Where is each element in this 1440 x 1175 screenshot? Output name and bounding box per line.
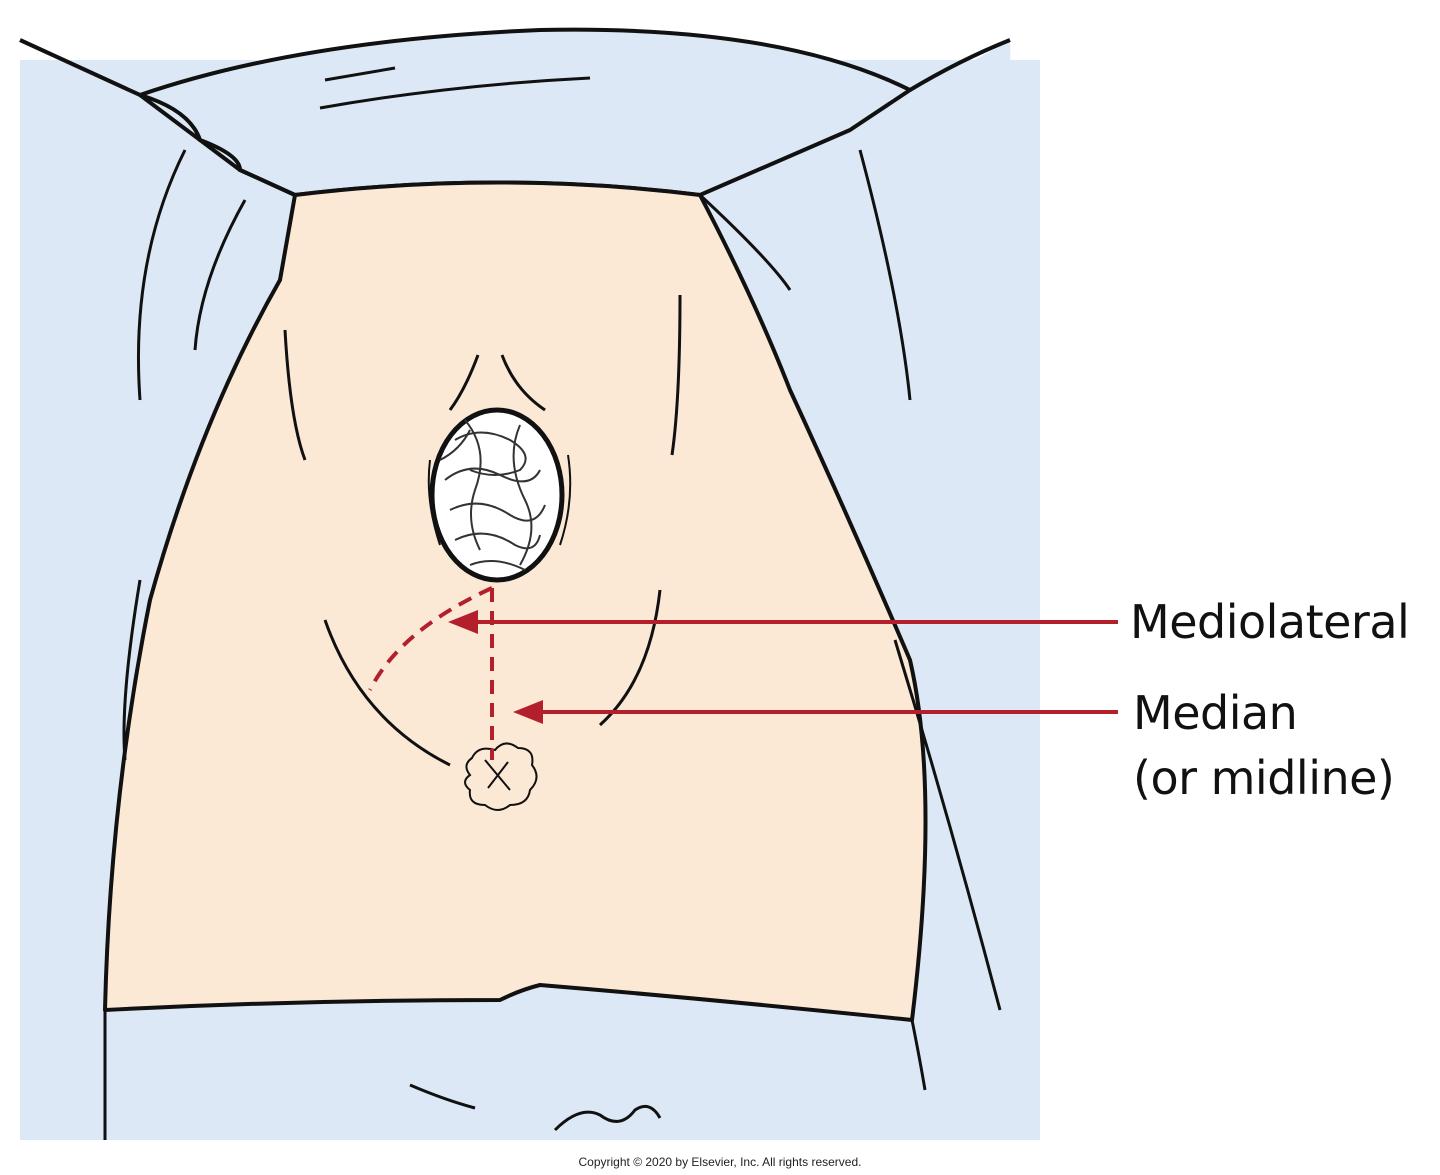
drape-left-white — [0, 0, 20, 1140]
introitus-edge-left — [427, 459, 441, 546]
drape-bottom-fold-3 — [910, 1019, 927, 1091]
drape-fold-left-3 — [122, 579, 142, 761]
drape-fold-left-1 — [136, 149, 187, 401]
median-label: Median — [1133, 686, 1298, 740]
drape-fold-right-1 — [858, 149, 912, 401]
drape-fold-left-2 — [193, 199, 247, 351]
drape-fold-right-2 — [698, 193, 792, 291]
drape-bottom-fold-1 — [409, 1083, 476, 1110]
median-arrow — [513, 700, 1118, 724]
drape-outline-top-left — [19, 38, 296, 197]
drape-bottom-fold-2 — [553, 1104, 662, 1132]
drape-bottom-right-white — [1040, 60, 1440, 1140]
mediolateral-arrow — [448, 610, 1118, 634]
drape-right-shape — [905, 40, 1035, 1140]
mediolateral-label: Mediolateral — [1130, 595, 1410, 649]
midline-label: (or midline) — [1133, 751, 1395, 805]
mediolateral-incision-line — [368, 586, 493, 691]
perineum-skin — [103, 180, 928, 1022]
anus-icon — [464, 742, 538, 811]
labia-line-left-upper — [283, 329, 307, 461]
labia-minora-left — [448, 354, 480, 411]
drape-fold-right-3 — [893, 639, 1002, 1011]
drape-outline-top-right — [908, 38, 1011, 92]
labia-minora-right — [500, 354, 546, 412]
drape-fold-line-1 — [324, 66, 396, 82]
introitus-edge-right — [559, 454, 572, 546]
labia-line-left-lower — [323, 619, 451, 767]
labia-line-right-upper — [670, 294, 682, 456]
drape-fold-line-2 — [319, 76, 591, 110]
copyright-notice: Copyright © 2020 by Elsevier, Inc. All r… — [578, 1155, 862, 1169]
fetal-hair-scribble — [439, 419, 546, 571]
